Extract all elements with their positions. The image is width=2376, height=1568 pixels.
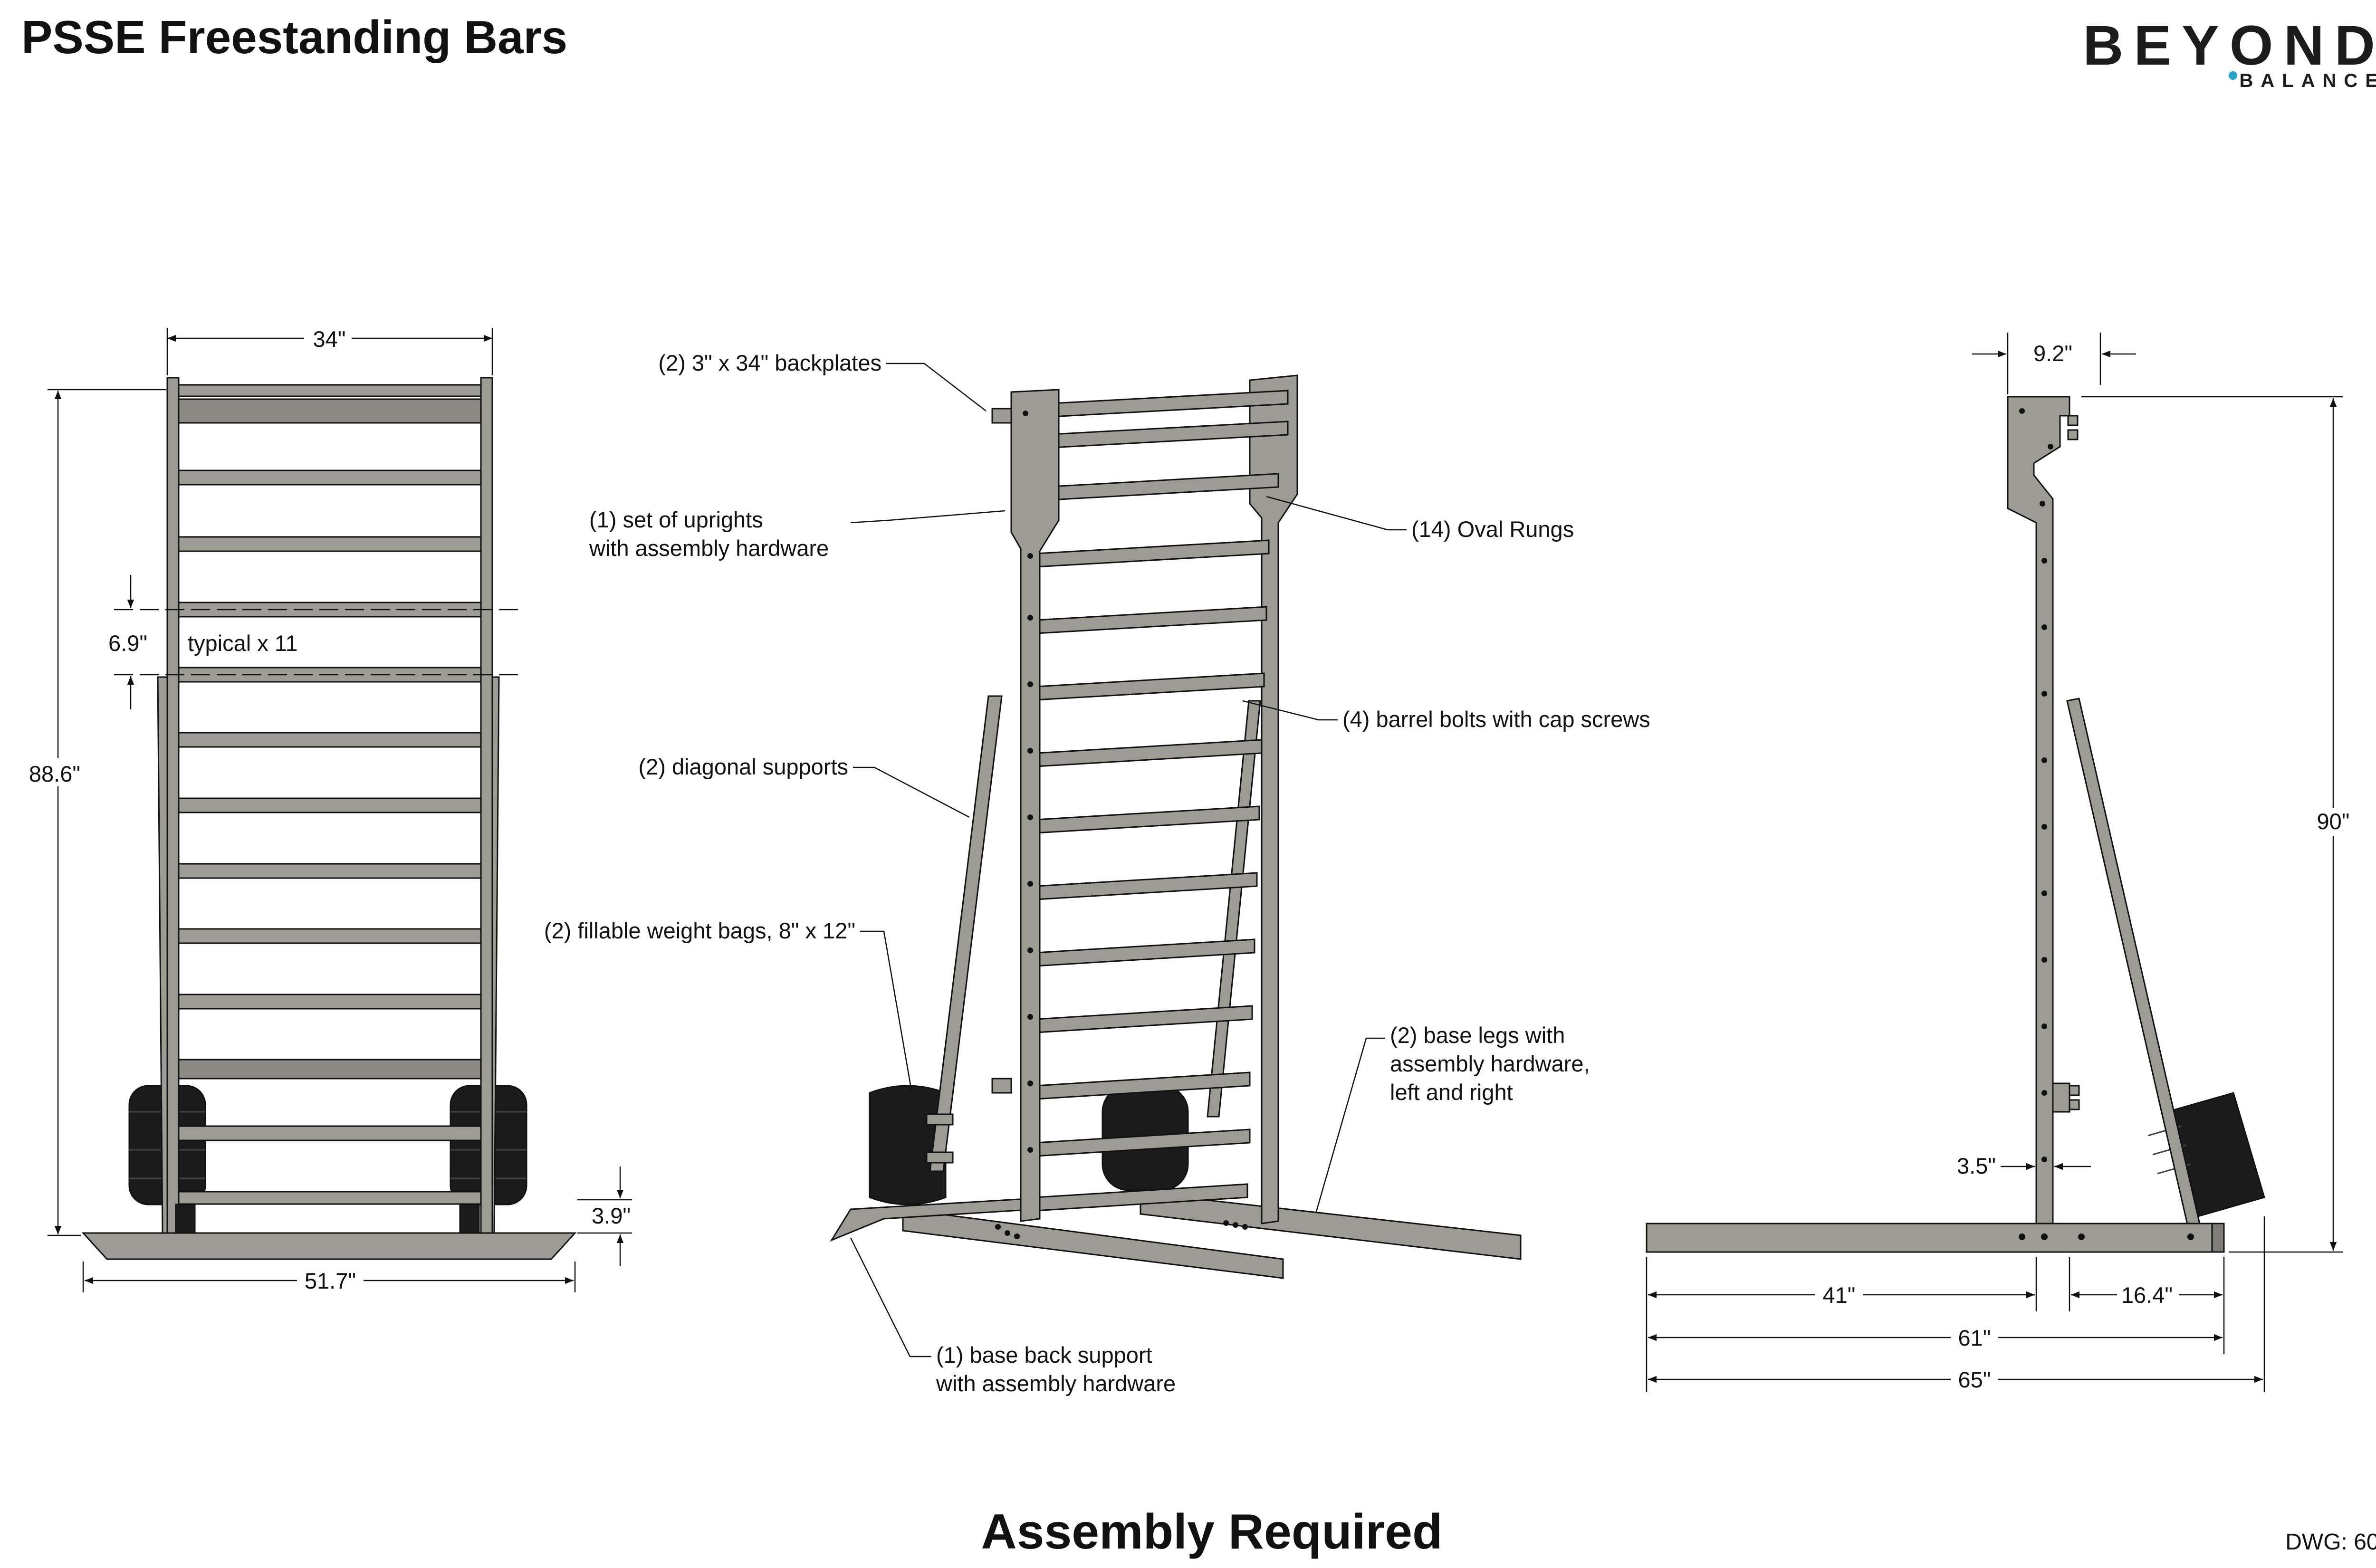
callout-oval-rungs: (14) Oval Rungs: [1411, 516, 1574, 542]
iso-upright-back: [1249, 374, 1298, 1224]
iso-view: [830, 374, 1522, 1279]
callout-base-legs-line1: (2) base legs with: [1390, 1023, 1565, 1048]
iso-leader-lines: [850, 363, 1407, 1358]
callout-base-back-line2: with assembly hardware: [936, 1371, 1176, 1396]
front-upright-left: [166, 377, 180, 1234]
dim-front-length: 41": [1823, 1282, 1856, 1308]
side-diagonal-support: [2066, 698, 2201, 1229]
callout-base-back-line1: (1) base back support: [936, 1342, 1152, 1367]
front-backplate-bottom: [178, 1059, 482, 1080]
logo-accent-dot: [2229, 71, 2237, 80]
dim-front-height: 88.6": [29, 761, 80, 786]
dim-upright-depth: 3.5": [1957, 1153, 1996, 1178]
dim-side-height: 90": [2317, 809, 2350, 834]
callout-barrel-bolts: (4) barrel bolts with cap screws: [1342, 707, 1650, 732]
dim-width-top: 34": [313, 326, 346, 352]
drawing-number: DWG: 6023: [2285, 1530, 2376, 1555]
front-base-plate: [81, 1232, 577, 1260]
callout-weight-bags: (2) fillable weight bags, 8" x 12": [544, 918, 855, 943]
front-upright-right: [480, 377, 493, 1234]
front-backplate-top: [178, 398, 482, 424]
dim-back-length: 16.4": [2121, 1282, 2173, 1308]
front-dimension-labels: 34" 88.6" 6.9" typical x 11 3.9" 51.7": [24, 323, 631, 1295]
dim-overall-total: 65": [1958, 1367, 1991, 1392]
iso-callout-labels: (2) 3" x 34" backplates (1) set of uprig…: [544, 350, 1650, 1396]
callout-uprights-line2: with assembly hardware: [589, 535, 829, 561]
side-base: [1646, 1223, 2225, 1253]
iso-base-leg-right: [1140, 1192, 1522, 1260]
iso-diagonal-front: [929, 695, 1003, 1172]
page-title: PSSE Freestanding Bars: [21, 11, 568, 63]
dim-rung-spacing: 6.9": [108, 631, 147, 656]
dim-rung-spacing-note: typical x 11: [188, 631, 298, 656]
assembly-required-heading: Assembly Required: [981, 1504, 1443, 1559]
beyond-balance-logo: BEYOND BALANCE: [2083, 13, 2376, 91]
side-view: [1646, 396, 2265, 1253]
dim-base-width: 51.7": [305, 1268, 356, 1293]
dim-top-depth: 9.2": [2033, 341, 2072, 366]
iso-holes: [995, 411, 1248, 1239]
callout-base-legs-line3: left and right: [1390, 1080, 1513, 1105]
dim-base-height: 3.9": [592, 1203, 631, 1228]
dim-overall-base: 61": [1958, 1325, 1991, 1350]
side-holes: [2019, 408, 2194, 1240]
iso-upright-front: [1010, 389, 1060, 1222]
front-view: [81, 377, 577, 1260]
callout-uprights-line1: (1) set of uprights: [589, 507, 763, 532]
front-rungs: [178, 384, 482, 1205]
callout-diagonal-supports: (2) diagonal supports: [638, 754, 848, 779]
logo-main-text: BEYOND: [2083, 14, 2376, 77]
side-dimension-labels: 9.2" 90" 3.5" 41" 16.4" 61" 65": [1815, 341, 2357, 1394]
iso-diagonal-back: [1207, 700, 1261, 1118]
callout-base-legs-line2: assembly hardware,: [1390, 1051, 1590, 1076]
logo-sub-text: BALANCE: [2239, 70, 2376, 91]
callout-backplates: (2) 3" x 34" backplates: [658, 350, 881, 375]
